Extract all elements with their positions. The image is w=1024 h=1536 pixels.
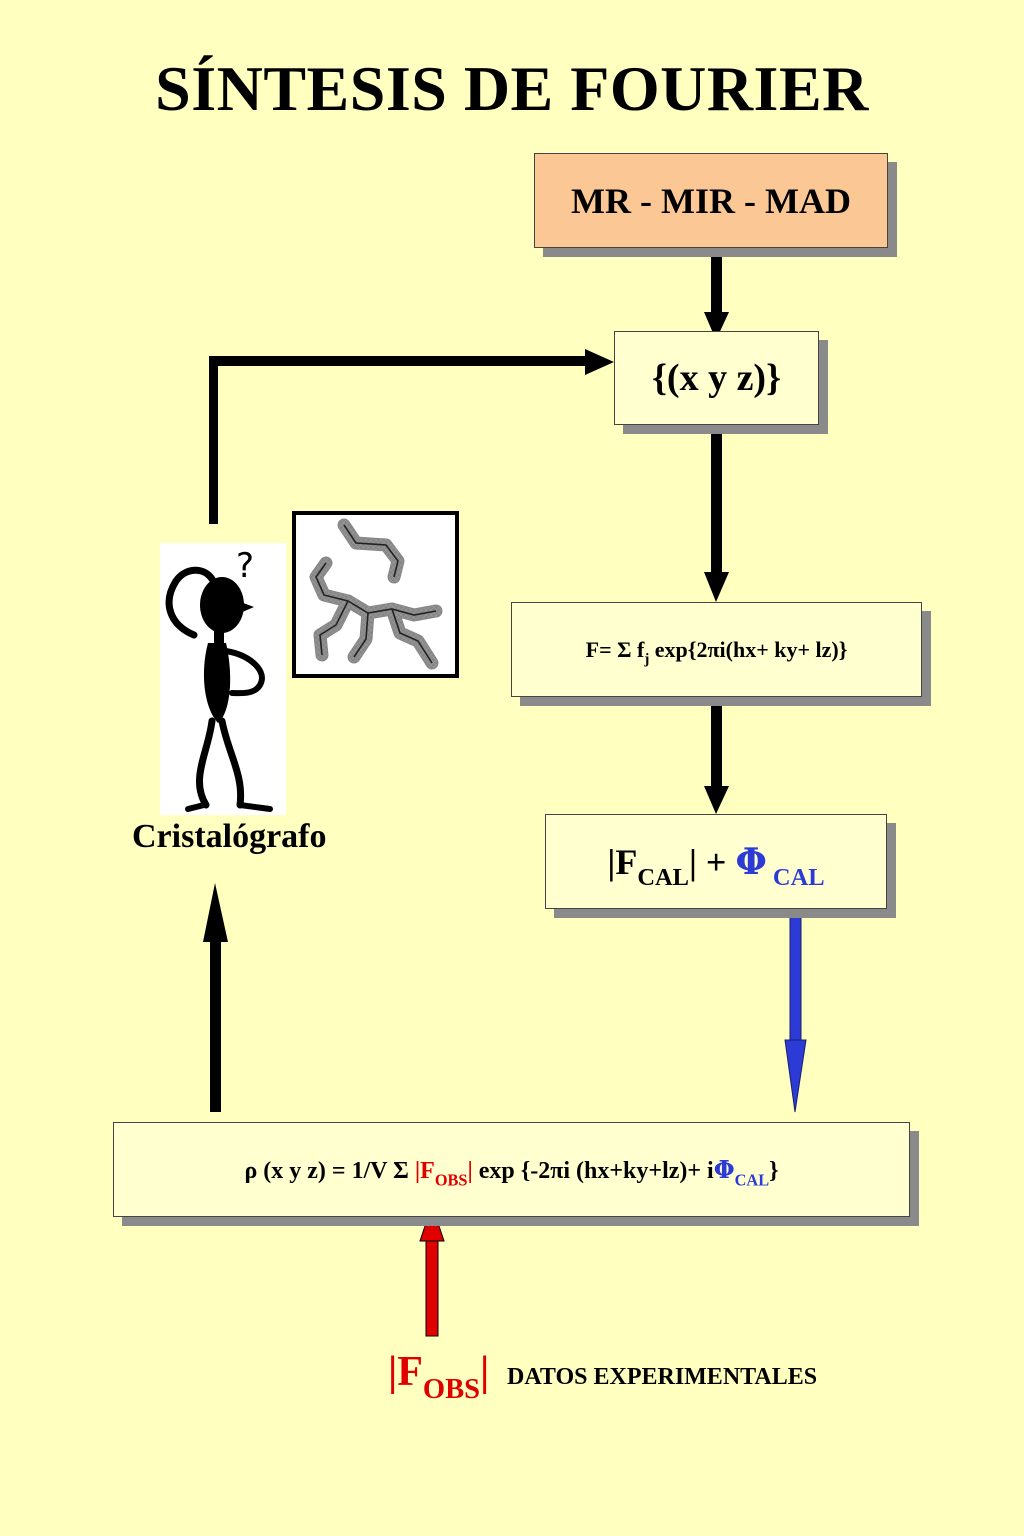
observed-amplitude-subscript: OBS bbox=[422, 1373, 481, 1405]
arrow-fcal-to-density bbox=[784, 897, 807, 1113]
density-fobs: |F bbox=[414, 1157, 435, 1184]
density-fobs-subscript: OBS bbox=[434, 1169, 468, 1189]
arrow-structure-factor-to-fcal bbox=[704, 674, 729, 814]
fcal-modulus: |F bbox=[607, 841, 638, 882]
coordinates-text: {(x y z)} bbox=[651, 357, 782, 399]
electron-density-box: ρ (x y z) = 1/V Σ |FOBS| exp {-2πi (hx+k… bbox=[113, 1122, 910, 1217]
calculated-factor-formula: |FCAL| + Φ CAL bbox=[607, 840, 824, 890]
density-phase-subscript: CAL bbox=[734, 1169, 770, 1189]
crystallographer-cartoon: ? bbox=[160, 543, 286, 815]
methods-text: MR - MIR - MAD bbox=[571, 180, 851, 221]
fcal-subscript: CAL bbox=[637, 863, 689, 891]
arrow-crystallographer-to-coords bbox=[209, 349, 614, 524]
thinking-person-icon: ? bbox=[165, 546, 273, 812]
arrow-coords-to-structure-factor bbox=[704, 425, 729, 602]
arrow-density-to-crystallographer bbox=[203, 883, 228, 1112]
density-lhs: ρ (x y z) = 1/V Σ bbox=[244, 1157, 415, 1184]
experimental-data-label: DATOS EXPERIMENTALES bbox=[507, 1364, 818, 1390]
structure-factor-formula: F= Σ fj exp{2πi(hx+ ky+ lz)} bbox=[585, 636, 848, 667]
structure-factor-expression: exp{2πi(hx+ ky+ lz)} bbox=[649, 636, 848, 662]
density-exponent: exp {-2πi (hx+ky+lz)+ i bbox=[472, 1157, 714, 1184]
arrow-methods-to-coords bbox=[704, 248, 729, 340]
phase-subscript: CAL bbox=[766, 863, 825, 891]
structure-factor-box: F= Σ fj exp{2πi(hx+ ky+ lz)} bbox=[511, 602, 922, 697]
coordinates-box: {(x y z)} bbox=[614, 331, 819, 425]
observed-amplitude-close: | bbox=[480, 1349, 490, 1395]
page-title: SÍNTESIS DE FOURIER bbox=[155, 53, 869, 124]
methods-box: MR - MIR - MAD bbox=[534, 153, 888, 248]
structure-factor-subscript: j bbox=[644, 651, 650, 668]
electron-density-map-image bbox=[292, 511, 459, 678]
density-fobs-close: | bbox=[467, 1157, 473, 1184]
fcal-modulus-close: | + bbox=[689, 841, 736, 882]
crystallographer-label: Cristalógrafo bbox=[132, 818, 327, 855]
density-close-brace: } bbox=[769, 1157, 779, 1184]
observed-amplitude-label: |FOBS| bbox=[388, 1348, 490, 1404]
arrow-observed-data-to-density bbox=[419, 1203, 445, 1337]
observed-amplitude-open: |F bbox=[388, 1349, 423, 1395]
density-mesh-icon bbox=[309, 518, 443, 670]
question-mark: ? bbox=[236, 546, 254, 586]
calculated-factor-box: |FCAL| + Φ CAL bbox=[545, 814, 887, 909]
density-phase-symbol: Φ bbox=[713, 1154, 735, 1184]
structure-factor-lhs: F= Σ f bbox=[585, 636, 645, 662]
electron-density-formula: ρ (x y z) = 1/V Σ |FOBS| exp {-2πi (hx+k… bbox=[244, 1154, 779, 1188]
phase-symbol: Φ bbox=[735, 840, 767, 883]
